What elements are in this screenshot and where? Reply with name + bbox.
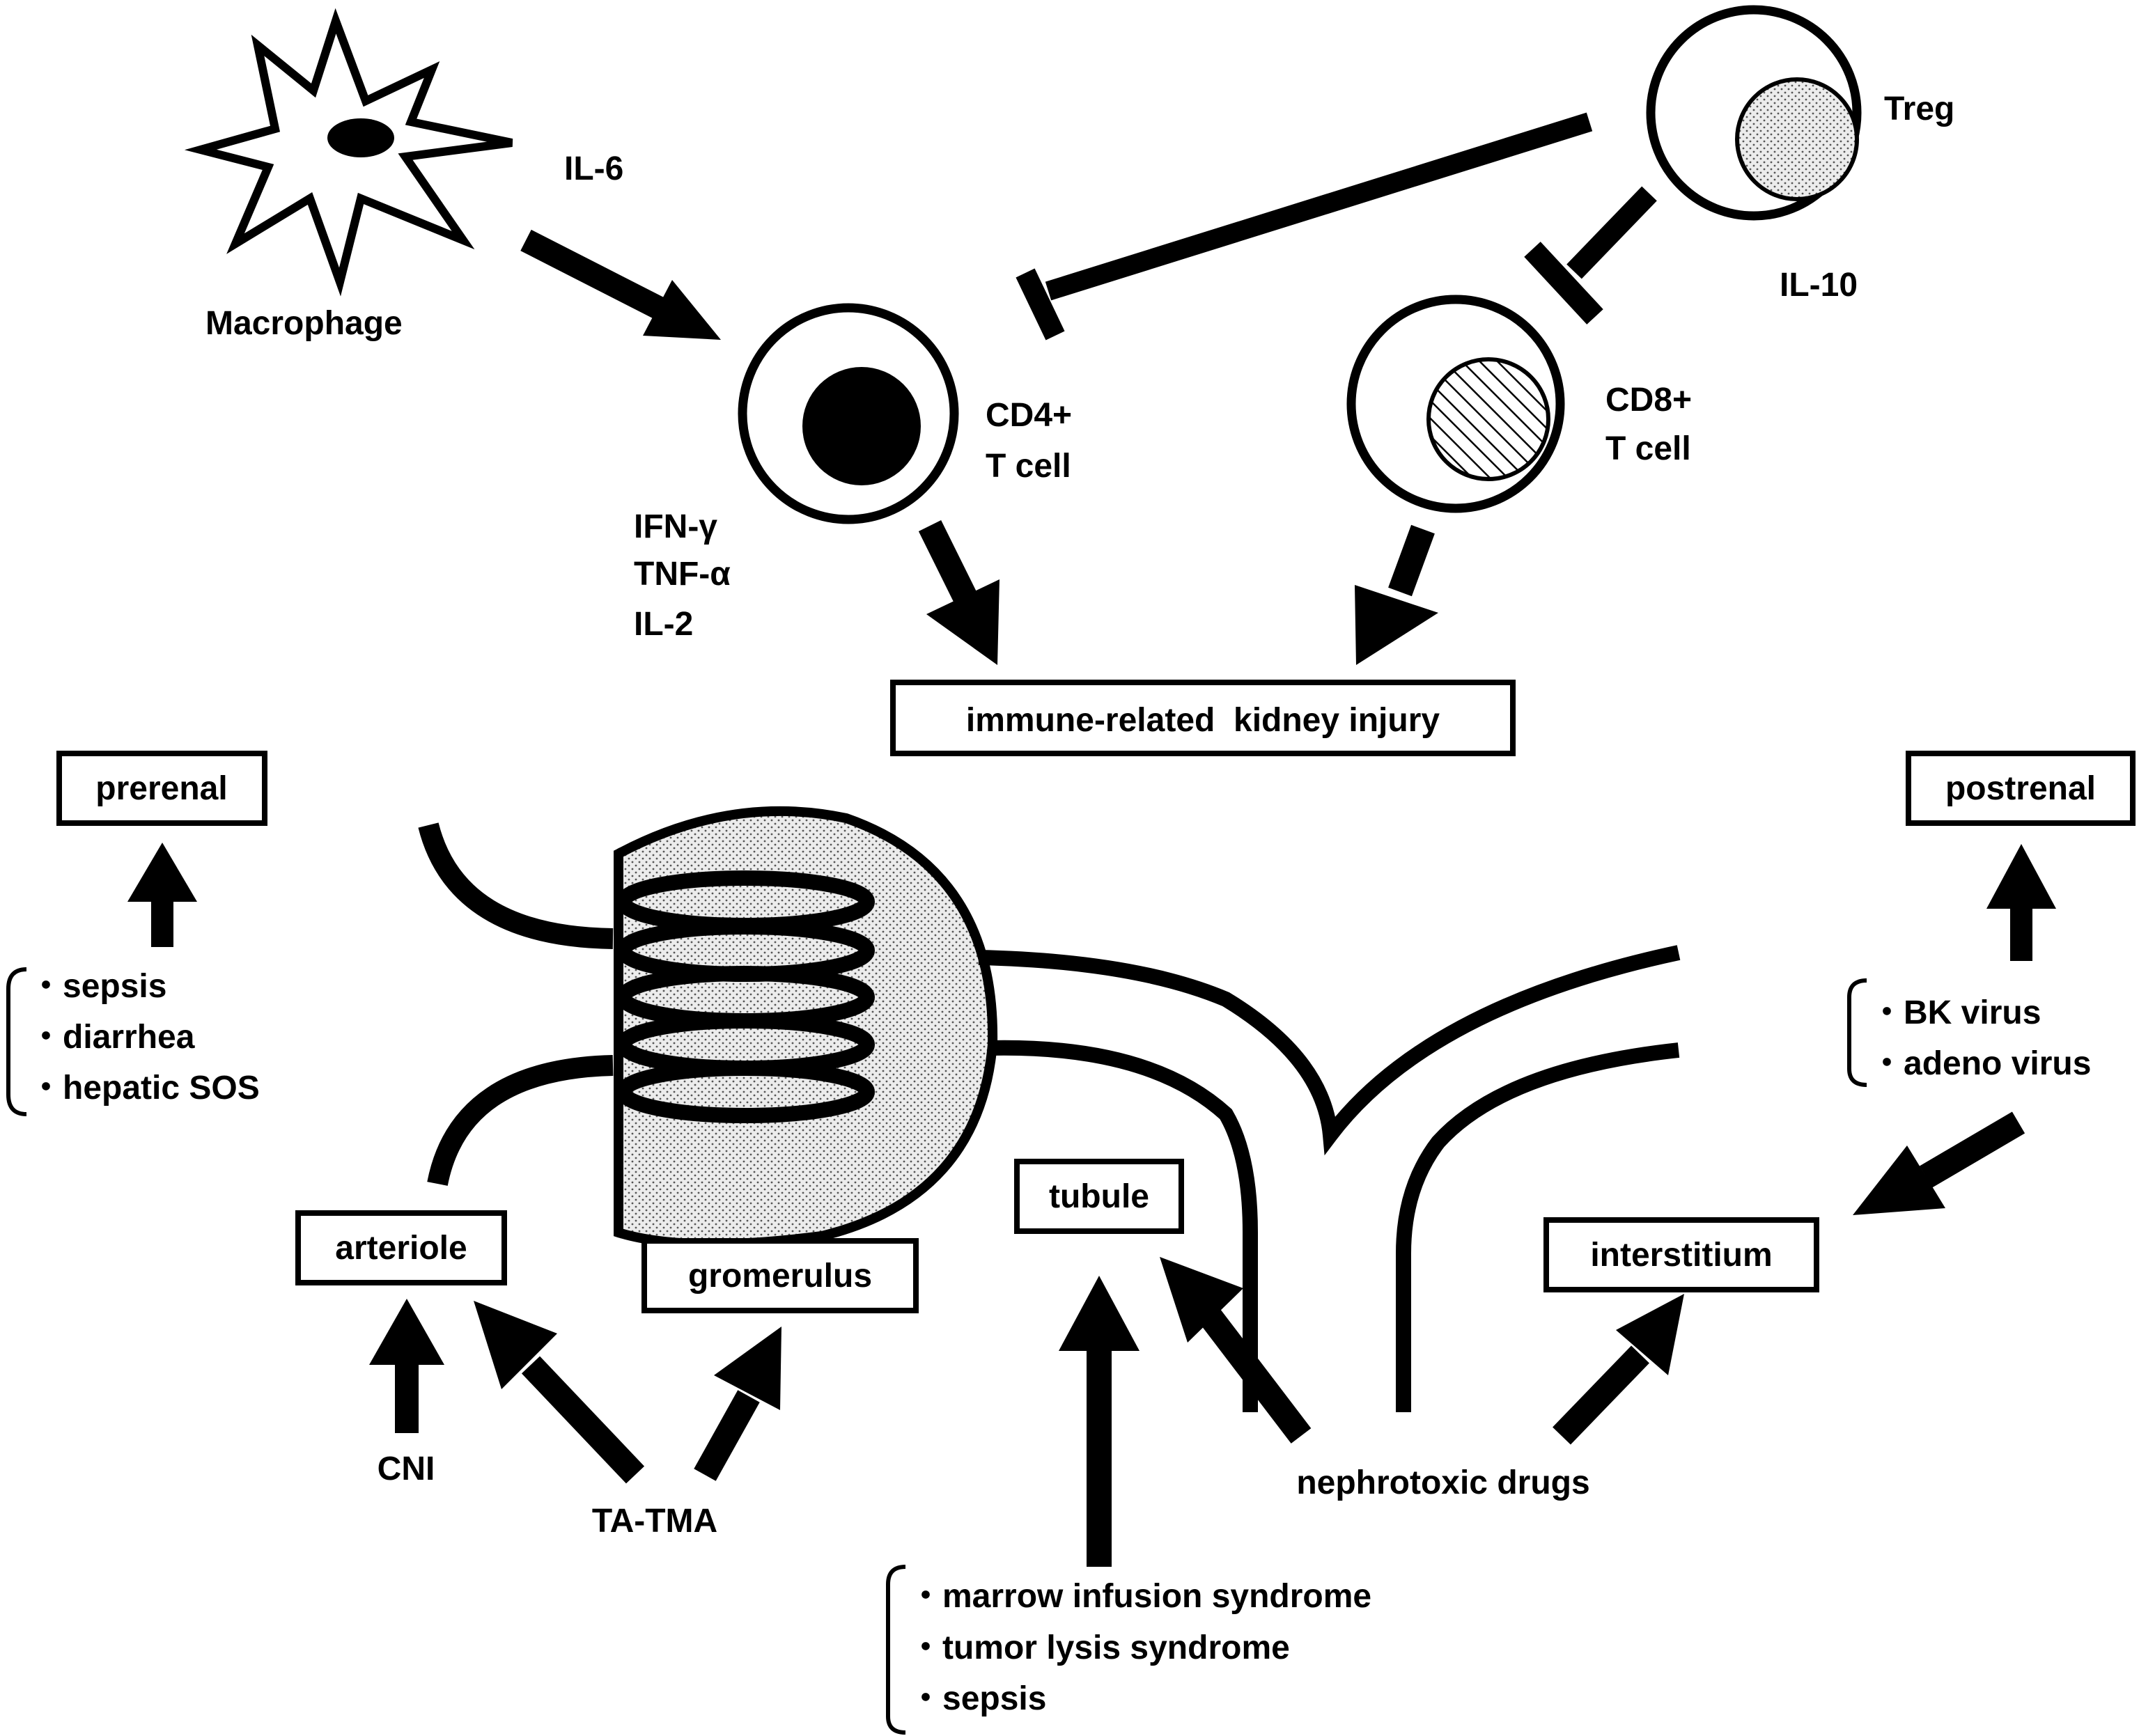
interstitium-label: interstitium [1590,1237,1772,1274]
tubule-cause-tumor-lysis: ・tumor lysis syndrome [909,1629,1290,1666]
inhibition-treg-to-cd8 [1524,186,1657,324]
arrow-virus-to-interstitium [1853,1111,2025,1215]
cd8-label-line1: CD8+ [1605,382,1692,419]
treg-nucleus [1735,77,1859,201]
arrow-cd8-to-injury [1355,524,1438,665]
arrow-drugs-to-tubule [1160,1257,1312,1444]
arrow-cni-to-arteriole [369,1299,444,1433]
cd4-t-cell [738,303,959,524]
ta-tma-label: TA-TMA [592,1503,717,1540]
ifn-gamma-label: IFN-γ [634,508,717,545]
afferent-arteriole [418,822,614,949]
il2-label: IL-2 [634,606,693,643]
tubule-walls [978,945,1681,1412]
arteriole-box [295,1210,507,1285]
arrow-to-prerenal [127,843,197,947]
macrophage-nucleus [327,118,394,157]
macrophage-label: Macrophage [205,305,403,342]
gromerulus-label: gromerulus [688,1258,872,1295]
tubule-causes-bracket [886,1565,906,1735]
prerenal-cause-sepsis: ・sepsis [29,968,166,1005]
arrow-macrophage-to-cd4 [520,229,721,340]
immune-injury-box [890,680,1516,756]
prerenal-box [56,751,267,826]
postrenal-bracket [1847,978,1867,1087]
cd4-label-line1: CD4+ [986,397,1072,434]
cd8-nucleus [1426,357,1550,481]
postrenal-cause-bk-virus: ・BK virus [1870,994,2041,1031]
postrenal-cause-adeno-virus: ・adeno virus [1870,1045,2091,1082]
prerenal-cause-diarrhea: ・diarrhea [29,1019,195,1056]
cd8-t-cell [1346,295,1565,513]
immune-injury-label: immune-related kidney injury [966,702,1440,739]
interstitium-box [1543,1217,1819,1292]
treg-cell [1646,5,1862,221]
macrophage-cell [184,8,513,297]
gromerulus-box [641,1238,919,1313]
tnf-alpha-label: TNF-α [634,556,731,593]
tubule-cause-marrow-infusion: ・marrow infusion syndrome [909,1578,1371,1615]
arrow-to-postrenal [1986,844,2056,961]
arteriole-label: arteriole [335,1230,467,1267]
treg-label: Treg [1884,91,1954,127]
tubule-cause-sepsis: ・sepsis [909,1680,1046,1717]
cd8-label-line2: T cell [1605,430,1691,467]
il6-label: IL-6 [564,150,623,187]
postrenal-box [1906,751,2136,826]
efferent-arteriole [427,1055,614,1187]
postrenal-label: postrenal [1945,770,2096,807]
tubule-box [1014,1159,1184,1234]
prerenal-label: prerenal [95,770,227,807]
tubule-label: tubule [1049,1178,1149,1215]
arrow-tatma-to-arteriole [474,1301,645,1484]
arrow-list-to-tubule [1059,1276,1139,1567]
nephrotoxic-drugs-label: nephrotoxic drugs [1296,1464,1589,1501]
arrow-cd4-to-injury [918,520,1000,665]
glomerular-tuft [616,870,875,1123]
arrow-drugs-to-interstitium [1553,1294,1684,1445]
cd4-nucleus [802,367,921,485]
cni-label: CNI [378,1450,435,1487]
inhibition-treg-to-cd4 [1016,112,1593,341]
prerenal-bracket [6,967,27,1116]
arrow-tatma-to-gromerulus [694,1327,781,1481]
cd4-label-line2: T cell [986,448,1071,485]
il10-label: IL-10 [1780,267,1858,304]
prerenal-cause-hepatic-sos: ・hepatic SOS [29,1070,260,1106]
